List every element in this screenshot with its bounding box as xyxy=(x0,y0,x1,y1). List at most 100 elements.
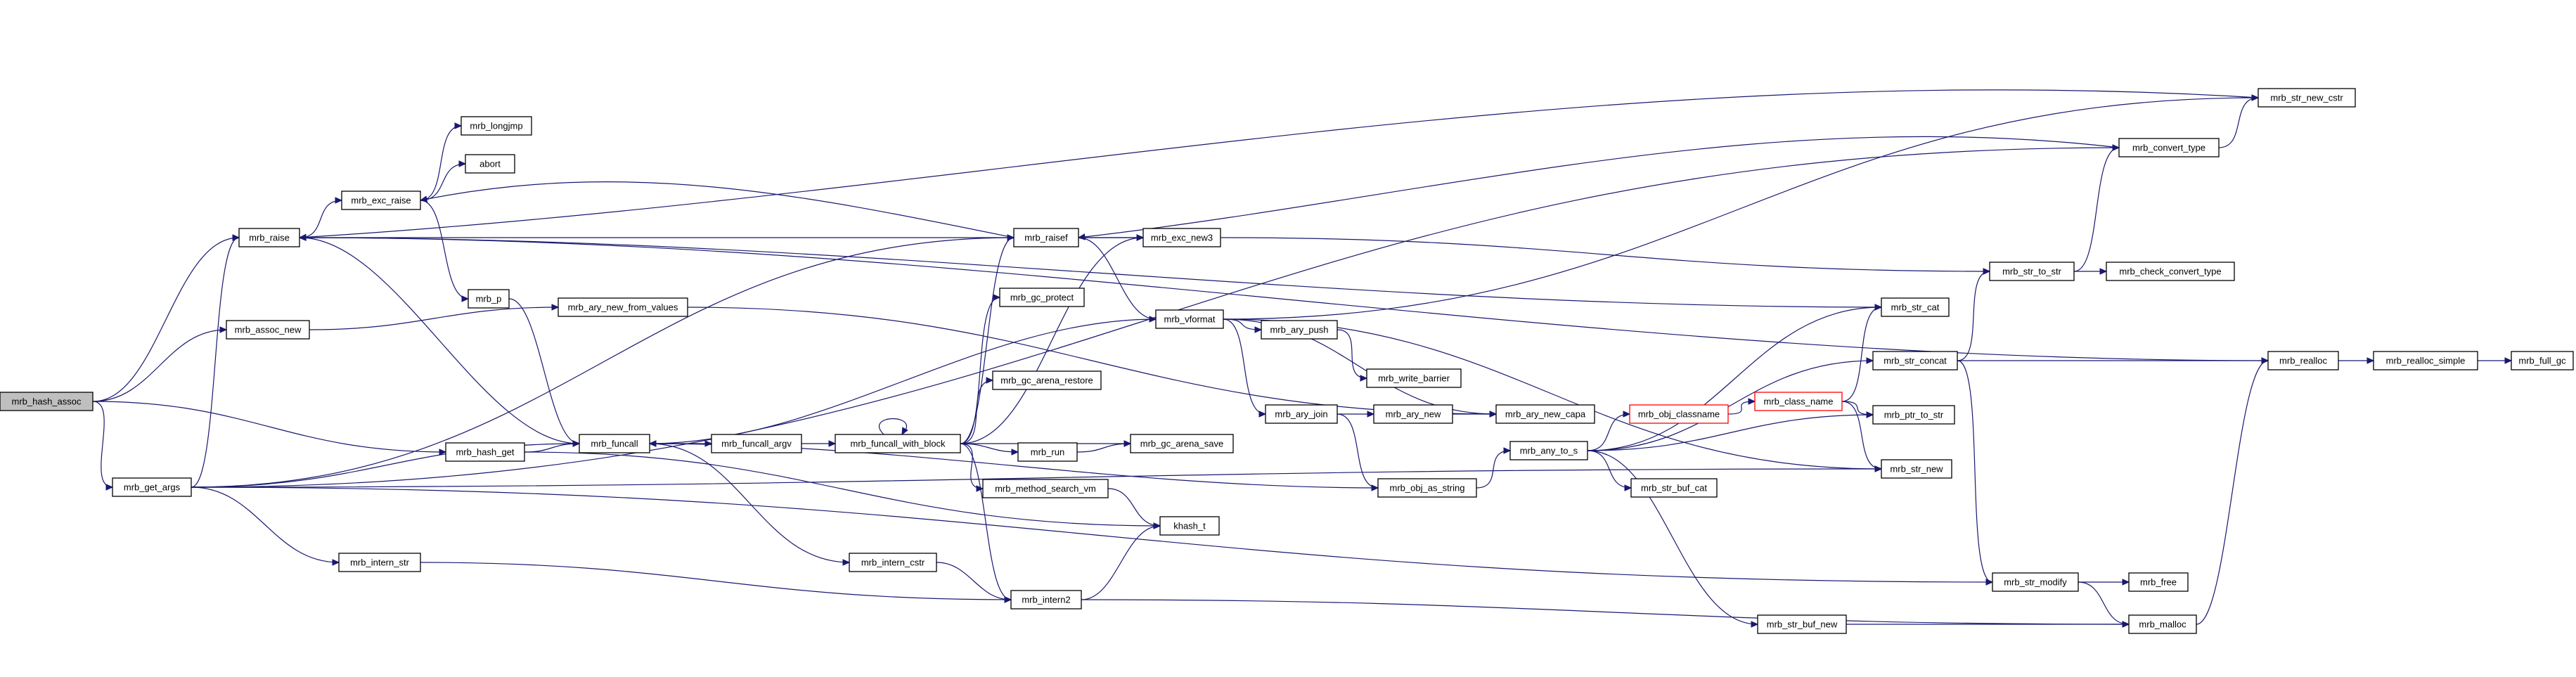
node-mrb-intern-str[interactable]: mrb_intern_str xyxy=(338,553,421,572)
edge-mrb-exc-raise-to-mrb-longjmp xyxy=(420,122,463,201)
node-mrb-str-buf-new[interactable]: mrb_str_buf_new xyxy=(1757,614,1847,634)
edge-line xyxy=(524,451,1161,527)
edge-arrowhead xyxy=(993,294,1001,301)
node-mrb-funcall-argv[interactable]: mrb_funcall_argv xyxy=(711,434,802,453)
node-box xyxy=(341,191,421,210)
node-mrb-funcall[interactable]: mrb_funcall xyxy=(579,434,650,453)
node-label: mrb_write_barrier xyxy=(1378,373,1450,384)
edge-mrb-intern-cstr-to-mrb-intern2 xyxy=(936,562,1012,603)
node-box xyxy=(468,289,510,309)
node-label: mrb_any_to_s xyxy=(1520,446,1578,456)
edge-mrb-str-new-cstr-to-mrb-raise xyxy=(298,89,2259,241)
node-mrb-obj-as-string[interactable]: mrb_obj_as_string xyxy=(1377,478,1477,498)
node-label: mrb_malloc xyxy=(2139,619,2187,630)
node-mrb-full-gc[interactable]: mrb_full_gc xyxy=(2511,351,2574,370)
edge-mrb-intern2-to-mrb-malloc xyxy=(1081,599,2130,628)
node-label: mrb_raise xyxy=(249,233,290,243)
node-label: mrb_intern_str xyxy=(350,557,409,568)
node-mrb-free[interactable]: mrb_free xyxy=(2128,572,2189,592)
edge-arrowhead xyxy=(439,449,447,456)
node-abort[interactable]: abort xyxy=(465,154,515,174)
edge-line xyxy=(1337,329,1367,379)
node-label: khash_t xyxy=(1173,521,1206,531)
node-mrb-gc-protect[interactable]: mrb_gc_protect xyxy=(999,288,1085,307)
node-mrb-str-new-cstr[interactable]: mrb_str_new_cstr xyxy=(2258,88,2356,108)
edge-mrb-assoc-new-to-mrb-ary-new-from-values xyxy=(309,304,560,330)
edge-mrb-exc-raise-to-abort xyxy=(420,160,467,201)
node-mrb-funcall-with-block[interactable]: mrb_funcall_with_block xyxy=(835,434,961,453)
edge-line xyxy=(92,329,227,402)
node-mrb-exc-new3[interactable]: mrb_exc_new3 xyxy=(1142,228,1221,247)
node-mrb-write-barrier[interactable]: mrb_write_barrier xyxy=(1366,368,1462,388)
node-mrb-str-concat[interactable]: mrb_str_concat xyxy=(1872,351,1958,370)
node-mrb-realloc-simple[interactable]: mrb_realloc_simple xyxy=(2373,351,2478,370)
edge-mrb-convert-type-to-mrb-raisef xyxy=(1077,136,2120,240)
node-box xyxy=(461,116,532,136)
node-mrb-obj-classname[interactable]: mrb_obj_classname xyxy=(1629,404,1729,424)
edge-arrowhead xyxy=(461,295,470,302)
edge-arrowhead xyxy=(1866,357,1874,364)
edge-mrb-ary-push-to-mrb-write-barrier xyxy=(1337,329,1368,382)
node-mrb-ary-new-capa[interactable]: mrb_ary_new_capa xyxy=(1495,404,1595,424)
node-mrb-raisef[interactable]: mrb_raisef xyxy=(1013,228,1079,247)
node-mrb-str-to-str[interactable]: mrb_str_to_str xyxy=(1989,262,2075,281)
node-mrb-gc-arena-save[interactable]: mrb_gc_arena_save xyxy=(1130,434,1234,453)
node-label: mrb_check_convert_type xyxy=(2119,266,2221,277)
edge-line xyxy=(420,125,462,201)
node-label: mrb_str_to_str xyxy=(2002,266,2061,277)
edge-arrowhead xyxy=(976,485,984,492)
edge-arrowhead xyxy=(1866,411,1874,418)
node-mrb-method-search-vm[interactable]: mrb_method_search_vm xyxy=(982,479,1109,498)
edge-line xyxy=(649,443,850,563)
node-mrb-ary-push[interactable]: mrb_ary_push xyxy=(1261,320,1338,340)
node-mrb-check-convert-type[interactable]: mrb_check_convert_type xyxy=(2106,262,2235,281)
edge-mrb-realloc-to-mrb-realloc-simple xyxy=(2338,357,2375,364)
node-mrb-p[interactable]: mrb_p xyxy=(468,289,510,309)
node-mrb-malloc[interactable]: mrb_malloc xyxy=(2128,614,2197,634)
node-box xyxy=(1881,297,1950,317)
node-box xyxy=(2373,351,2478,370)
edge-line xyxy=(191,237,240,488)
node-mrb-assoc-new[interactable]: mrb_assoc_new xyxy=(226,320,310,340)
node-label: mrb_str_new xyxy=(1890,464,1943,475)
node-mrb-hash-assoc[interactable]: mrb_hash_assoc xyxy=(0,392,94,411)
node-mrb-get-args[interactable]: mrb_get_args xyxy=(112,477,192,497)
node-mrb-intern2[interactable]: mrb_intern2 xyxy=(1010,590,1082,610)
node-mrb-intern-cstr[interactable]: mrb_intern_cstr xyxy=(849,553,937,572)
node-box xyxy=(2258,88,2356,108)
node-mrb-class-name[interactable]: mrb_class_name xyxy=(1754,392,1843,411)
node-mrb-str-new[interactable]: mrb_str_new xyxy=(1881,459,1952,479)
node-box xyxy=(0,392,94,411)
node-box xyxy=(849,553,937,572)
node-box xyxy=(1989,262,2075,281)
node-mrb-str-cat[interactable]: mrb_str_cat xyxy=(1881,297,1950,317)
edge-mrb-run-to-mrb-gc-arena-save xyxy=(1076,440,1132,453)
node-mrb-run[interactable]: mrb_run xyxy=(1017,442,1078,462)
node-box xyxy=(1495,404,1595,424)
node-mrb-realloc[interactable]: mrb_realloc xyxy=(2267,351,2339,370)
node-mrb-ptr-to-str[interactable]: mrb_ptr_to_str xyxy=(1872,405,1955,425)
node-mrb-ary-new-from-values[interactable]: mrb_ary_new_from_values xyxy=(558,297,688,317)
node-label: mrb_ary_new_capa xyxy=(1505,409,1586,420)
node-khash-t[interactable]: khash_t xyxy=(1159,516,1220,536)
edge-mrb-hash-assoc-to-mrb-raise xyxy=(92,234,240,402)
node-mrb-exc-raise[interactable]: mrb_exc_raise xyxy=(341,191,421,210)
node-mrb-raise[interactable]: mrb_raise xyxy=(238,228,300,247)
node-mrb-hash-get[interactable]: mrb_hash_get xyxy=(445,442,525,462)
node-box xyxy=(999,288,1085,307)
node-mrb-str-buf-cat[interactable]: mrb_str_buf_cat xyxy=(1630,478,1718,498)
node-mrb-convert-type[interactable]: mrb_convert_type xyxy=(2118,138,2220,157)
edge-mrb-hash-assoc-to-mrb-assoc-new xyxy=(92,326,228,402)
node-mrb-longjmp[interactable]: mrb_longjmp xyxy=(461,116,532,136)
node-mrb-vformat[interactable]: mrb_vformat xyxy=(1155,309,1224,329)
edge-line xyxy=(420,200,469,299)
node-mrb-ary-new[interactable]: mrb_ary_new xyxy=(1373,404,1453,424)
node-mrb-gc-arena-restore[interactable]: mrb_gc_arena_restore xyxy=(992,370,1102,390)
node-mrb-any-to-s[interactable]: mrb_any_to_s xyxy=(1509,441,1588,460)
node-box xyxy=(579,434,650,453)
node-label: mrb_class_name xyxy=(1764,396,1834,407)
edge-mrb-hash-get-to-mrb-funcall xyxy=(524,440,581,453)
edge-mrb-any-to-s-to-mrb-str-buf-new xyxy=(1587,450,1759,628)
node-mrb-ary-join[interactable]: mrb_ary_join xyxy=(1265,404,1338,424)
node-mrb-str-modify[interactable]: mrb_str_modify xyxy=(1992,572,2079,592)
